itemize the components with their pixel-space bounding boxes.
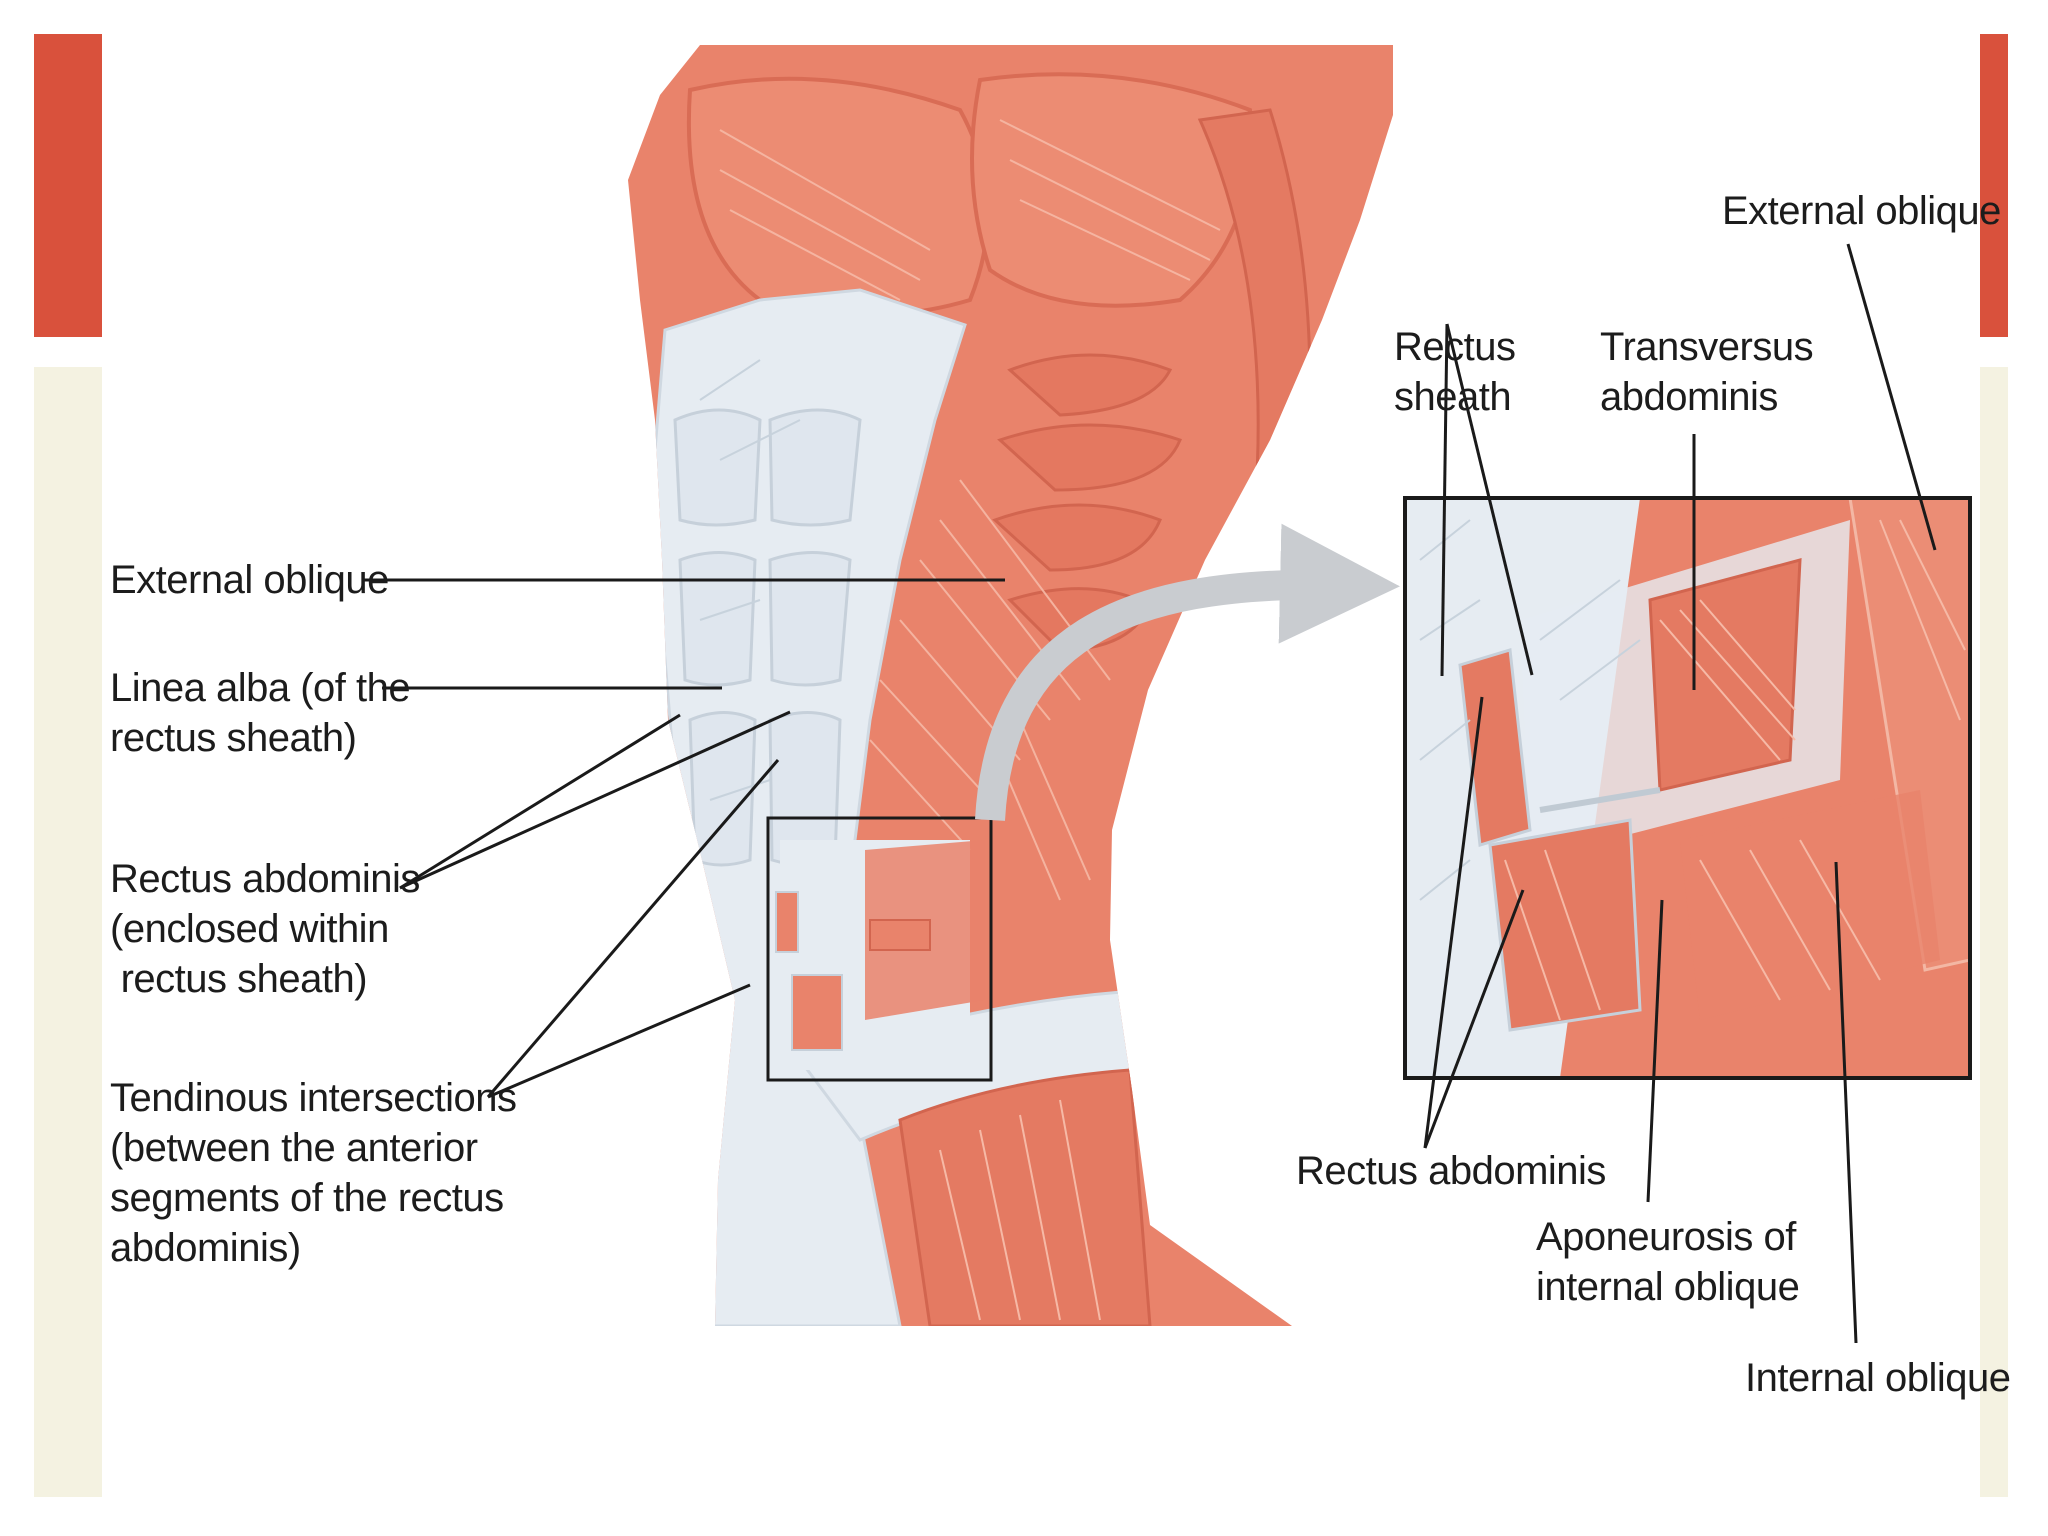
label-rectus-sheath: Rectus sheath xyxy=(1394,325,1516,419)
inset-detail xyxy=(1405,498,1970,1078)
label-rectus-abdominis-left: Rectus abdominis (enclosed within rectus… xyxy=(110,857,420,1001)
left-cream-bar xyxy=(34,367,102,1497)
inset-source-box xyxy=(766,816,993,1082)
zoom-arrow xyxy=(975,523,1400,821)
label-transversus-abdominis: Transversus abdominis xyxy=(1600,325,1814,419)
cutaway-detail xyxy=(775,840,985,1070)
leader-lines xyxy=(362,243,1937,1344)
label-aponeurosis: Aponeurosis of internal oblique xyxy=(1536,1215,1800,1309)
label-linea-alba: Linea alba (of the rectus sheath) xyxy=(110,666,411,760)
label-rectus-abdominis-right: Rectus abdominis xyxy=(1296,1149,1606,1193)
torso-figure xyxy=(628,45,1393,1326)
label-external-oblique-left: External oblique xyxy=(110,558,389,602)
left-accent-bar xyxy=(34,34,102,337)
right-cream-bar xyxy=(1980,367,2008,1497)
right-accent-bar xyxy=(1980,34,2008,337)
label-tendinous-intersections: Tendinous intersections (between the ant… xyxy=(110,1076,517,1270)
label-internal-oblique: Internal oblique xyxy=(1745,1356,2011,1400)
inset-frame xyxy=(1403,496,1972,1080)
label-external-oblique-right: External oblique xyxy=(1722,189,2001,233)
